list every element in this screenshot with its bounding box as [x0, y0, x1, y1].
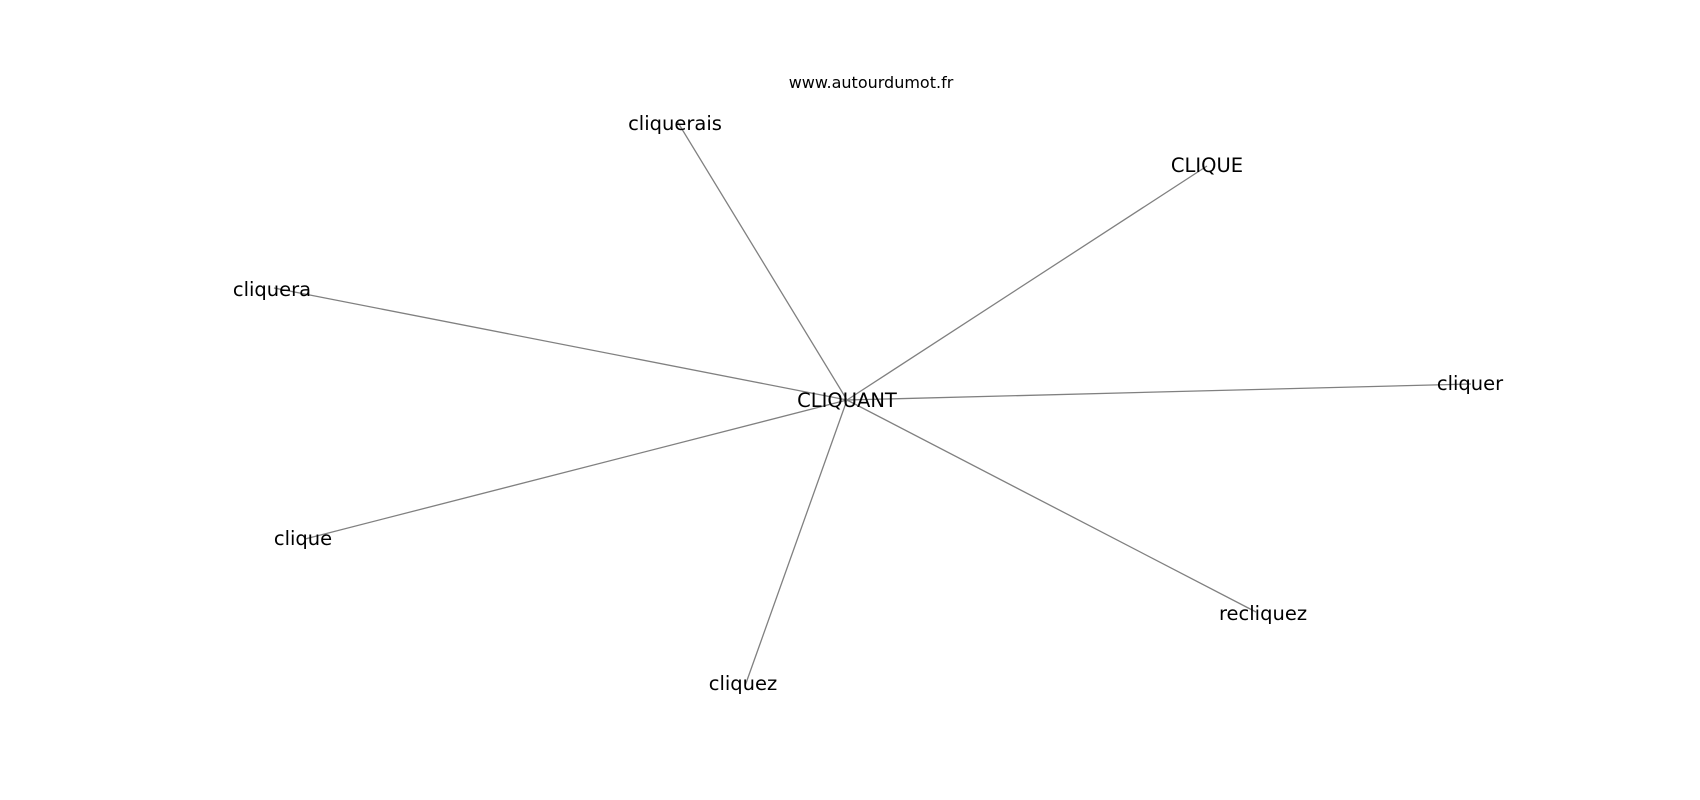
edge-cliquerais — [676, 120, 848, 401]
edge-recliquez — [846, 399, 1257, 613]
node-label-cliquera[interactable]: cliquera — [233, 278, 311, 301]
node-label-center[interactable]: CLIQUANT — [797, 389, 897, 412]
node-label-clique[interactable]: clique — [274, 527, 332, 550]
edge-cliquer — [846, 383, 1472, 401]
node-label-CLIQUE[interactable]: CLIQUE — [1171, 154, 1243, 177]
site-watermark: www.autourdumot.fr — [789, 73, 954, 92]
edge-layer — [273, 120, 1472, 687]
edge-CLIQUE — [846, 165, 1208, 401]
node-label-cliquez[interactable]: cliquez — [709, 672, 778, 695]
node-label-layer: CLIQUANT cliquerais CLIQUE cliquera cliq… — [233, 112, 1504, 695]
edge-clique — [304, 399, 848, 540]
node-label-cliquerais[interactable]: cliquerais — [628, 112, 722, 135]
node-label-recliquez[interactable]: recliquez — [1219, 602, 1307, 625]
edge-cliquez — [744, 399, 848, 687]
node-label-cliquer[interactable]: cliquer — [1437, 372, 1504, 395]
edge-cliquera — [273, 287, 848, 401]
